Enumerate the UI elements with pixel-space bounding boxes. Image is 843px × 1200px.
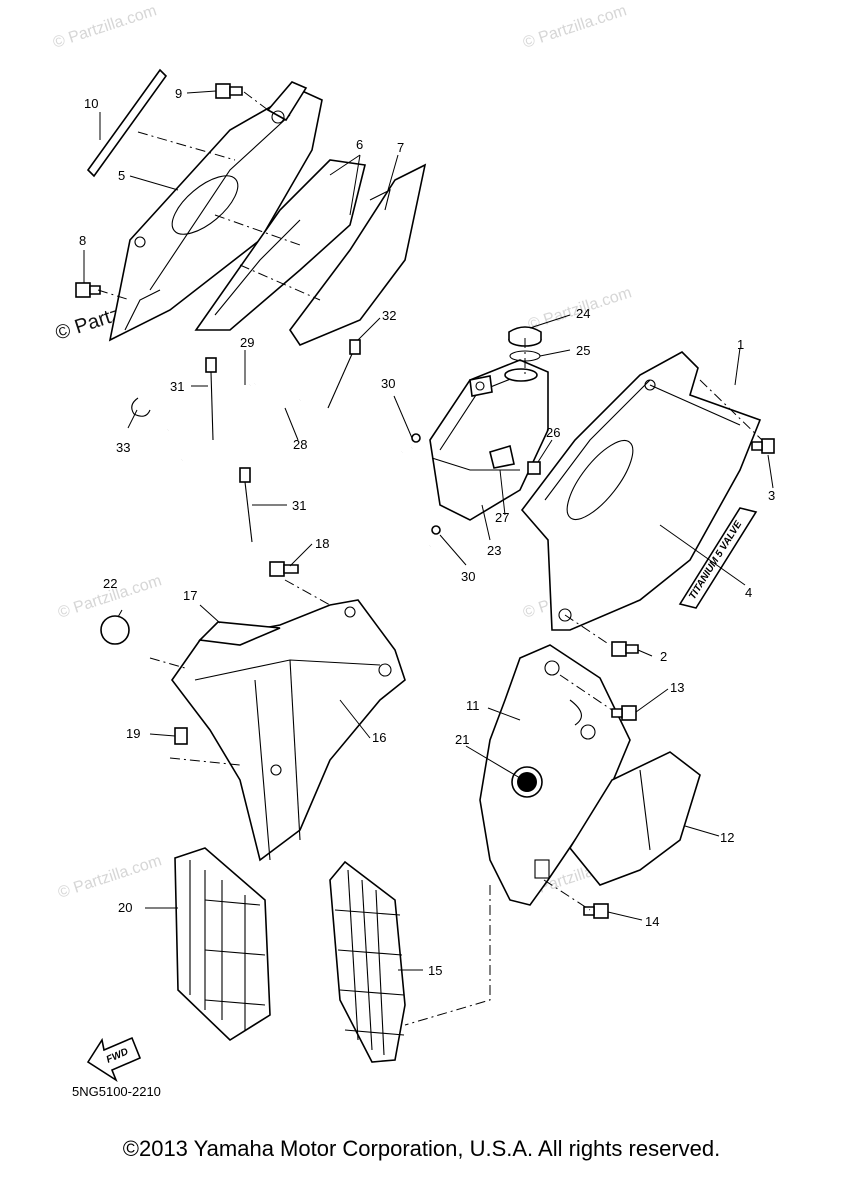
callout-16: 16	[372, 730, 386, 745]
callout-33: 33	[116, 440, 130, 455]
part-29-hose	[167, 383, 251, 432]
part-12-panel	[569, 751, 701, 886]
part-9-bolt	[215, 83, 243, 99]
fwd-arrow: FWD	[86, 1036, 142, 1083]
leader-lines	[83, 90, 774, 971]
part-17-cover	[198, 621, 281, 646]
callout-9: 9	[175, 86, 182, 101]
callout-6: 6	[356, 137, 363, 152]
callout-26: 26	[546, 425, 560, 440]
callout-23: 23	[487, 543, 501, 558]
watermark: © Partzilla.com	[51, 2, 159, 51]
part-15-louver	[329, 860, 406, 1063]
callout-20: 20	[118, 900, 132, 915]
part-32-tie	[327, 339, 361, 409]
callout-31: 31	[292, 498, 306, 513]
part-26-bolt	[527, 461, 541, 475]
callout-1: 1	[737, 337, 744, 352]
part-18-bolt	[269, 561, 299, 577]
callout-10: 10	[84, 96, 98, 111]
part-22-grommet	[100, 615, 130, 645]
callout-11: 11	[466, 698, 480, 713]
part-14-bolt	[583, 903, 609, 919]
part-10-decal-strip	[86, 68, 168, 178]
part-19-bolt	[174, 727, 188, 745]
part-23-reservoir	[429, 359, 549, 521]
callout-13: 13	[670, 680, 684, 695]
callout-8: 8	[79, 233, 86, 248]
assembly-lines	[97, 91, 763, 1026]
callout-18: 18	[315, 536, 329, 551]
callout-17: 17	[183, 588, 197, 603]
callout-30: 30	[381, 376, 395, 391]
callout-19: 19	[126, 726, 140, 741]
copyright-notice: ©2013 Yamaha Motor Corporation, U.S.A. A…	[122, 1136, 721, 1161]
part-20-louver	[174, 847, 271, 1042]
part-3-bolt	[751, 438, 775, 454]
part-27-collar	[489, 444, 515, 469]
part-21-emblem	[511, 766, 543, 798]
callout-21: 21	[455, 732, 469, 747]
callout-14: 14	[645, 914, 659, 929]
part-31-tie	[205, 357, 253, 543]
callout-32: 32	[382, 308, 396, 323]
callout-30: 30	[461, 569, 475, 584]
callout-27: 27	[495, 510, 509, 525]
part-6-graphic	[194, 159, 366, 331]
callout-3: 3	[768, 488, 775, 503]
part-8-bolt	[75, 282, 101, 298]
part-13-bolt	[611, 705, 637, 721]
diagram-code: 5NG5100-2210	[72, 1084, 161, 1099]
callout-2: 2	[660, 649, 667, 664]
watermark: © Partzilla.com	[521, 2, 629, 51]
part-16-radiator-guard	[171, 599, 406, 862]
part-7-graphic	[289, 163, 427, 346]
callout-5: 5	[118, 168, 125, 183]
callout-24: 24	[576, 306, 590, 321]
callout-29: 29	[240, 335, 254, 350]
callout-15: 15	[428, 963, 442, 978]
callout-31: 31	[170, 379, 184, 394]
callout-25: 25	[576, 343, 590, 358]
part-28-hose	[181, 357, 403, 462]
callout-28: 28	[293, 437, 307, 452]
part-1-side-cover	[520, 351, 762, 631]
part-30-hose	[378, 433, 441, 560]
callout-4: 4	[745, 585, 752, 600]
callout-22: 22	[103, 576, 117, 591]
part-11-shroud	[479, 644, 631, 906]
callout-labels: 1 2 3 4 5 6 7 8 9 10 11 12 13 14 15 16 1…	[79, 86, 775, 978]
part-2-bolt	[611, 641, 639, 657]
watermark: © Partzilla.com	[56, 852, 164, 901]
part-33-clip	[131, 397, 151, 417]
callout-12: 12	[720, 830, 734, 845]
callout-7: 7	[397, 140, 404, 155]
